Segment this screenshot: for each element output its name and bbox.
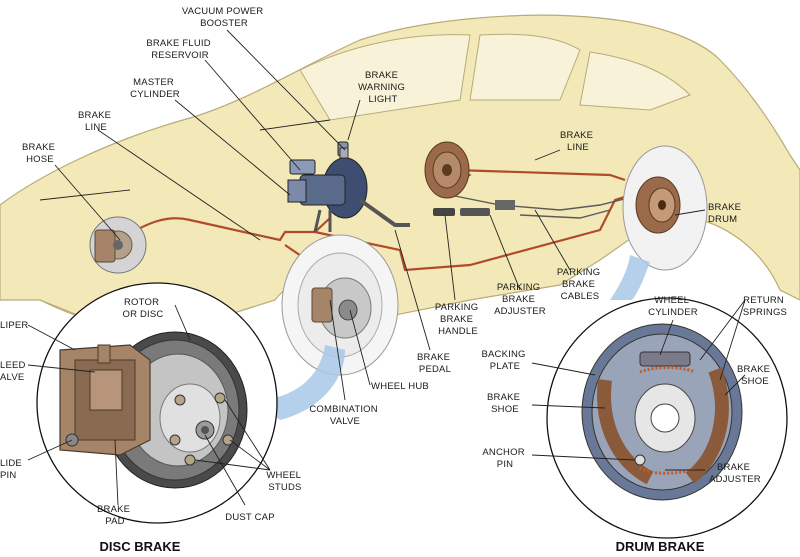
label-master-cylinder: MASTER CYLINDER bbox=[130, 77, 180, 100]
label-brake-fluid-reservoir: BRAKE FLUID RESERVOIR bbox=[146, 38, 213, 61]
label-slide-pin: LIDE PIN bbox=[0, 458, 25, 481]
label-wheel-hub: WHEEL HUB bbox=[371, 381, 429, 392]
front-left-rotor bbox=[89, 216, 147, 274]
car-body bbox=[0, 14, 800, 331]
label-vacuum-power-booster: VACUUM POWER BOOSTER bbox=[182, 6, 266, 29]
label-brake-shoe-left: BRAKE SHOE bbox=[487, 392, 523, 415]
parking-brake-handle bbox=[433, 200, 515, 216]
label-dust-cap: DUST CAP bbox=[225, 512, 274, 523]
label-brake-warning-light: BRAKE WARNING LIGHT bbox=[358, 70, 408, 105]
leader-lines bbox=[27, 29, 746, 506]
warning-light bbox=[339, 147, 349, 159]
label-brake-line-rear: BRAKE LINE bbox=[560, 130, 596, 153]
label-brake-line-front: BRAKE LINE bbox=[78, 110, 114, 133]
master-cylinder-booster bbox=[287, 141, 410, 233]
label-anchor-pin: ANCHOR PIN bbox=[482, 447, 527, 470]
label-bleed-valve: LEED ALVE bbox=[0, 360, 28, 383]
label-parking-brake-cables: PARKING BRAKE CABLES bbox=[557, 267, 603, 302]
labels: VACUUM POWER BOOSTER BRAKE FLUID RESERVO… bbox=[0, 6, 787, 527]
label-caliper: LIPER bbox=[0, 320, 28, 331]
drum-brake-inset bbox=[546, 297, 788, 539]
title-disc-brake: DISC BRAKE bbox=[100, 539, 181, 554]
front-right-wheel bbox=[281, 234, 399, 376]
label-brake-shoe-right: BRAKE SHOE bbox=[737, 364, 773, 387]
rear-right-wheel bbox=[622, 145, 708, 271]
label-brake-adjuster: BRAKE ADJUSTER bbox=[709, 462, 761, 485]
label-combination-valve: COMBINATION VALVE bbox=[309, 404, 380, 427]
drum-beam bbox=[610, 255, 650, 300]
label-backing-plate: BACKING PLATE bbox=[481, 349, 528, 372]
label-brake-pad: BRAKE PAD bbox=[97, 504, 133, 527]
label-brake-drum: BRAKE DRUM bbox=[708, 202, 744, 225]
label-wheel-studs: WHEEL STUDS bbox=[266, 470, 303, 493]
title-drum-brake: DRUM BRAKE bbox=[616, 539, 705, 554]
label-brake-hose: BRAKE HOSE bbox=[22, 142, 58, 165]
rear-left-drum bbox=[424, 141, 470, 199]
label-wheel-cylinder: WHEEL CYLINDER bbox=[648, 295, 698, 318]
label-return-springs: RETURN SPRINGS bbox=[743, 295, 787, 318]
label-parking-brake-handle: PARKING BRAKE HANDLE bbox=[435, 302, 481, 337]
label-brake-pedal: BRAKE PEDAL bbox=[417, 352, 453, 375]
label-rotor-or-disc: ROTOR OR DISC bbox=[123, 297, 164, 320]
label-parking-brake-adjuster: PARKING BRAKE ADJUSTER bbox=[494, 282, 546, 317]
